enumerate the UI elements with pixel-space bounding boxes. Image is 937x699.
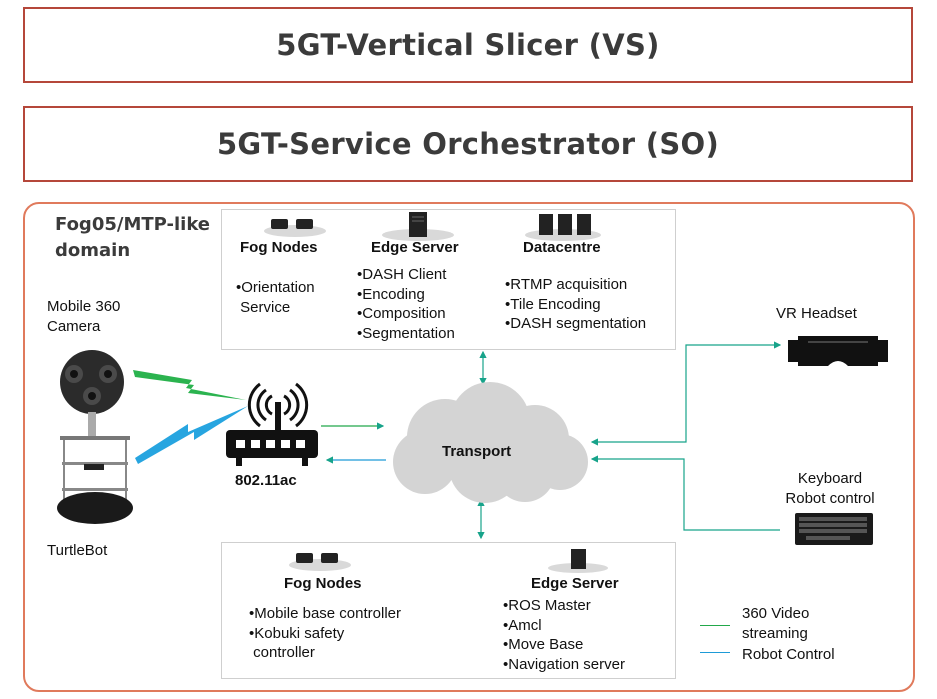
top-edge-server-title: Edge Server bbox=[371, 239, 459, 256]
green-wireless-bolt bbox=[133, 370, 246, 400]
link-transport-keyboard bbox=[590, 455, 780, 531]
legend-control-line bbox=[700, 652, 730, 653]
bottom-fog-nodes-title: Fog Nodes bbox=[284, 575, 362, 592]
link-transport-vr bbox=[590, 341, 782, 446]
top-edge-server-list: •DASH Client •Encoding •Composition •Seg… bbox=[357, 266, 455, 342]
keyboard-icon bbox=[795, 513, 873, 545]
vr-headset-icon bbox=[788, 336, 888, 366]
edge-server-icon bbox=[382, 212, 454, 241]
legend-video-line bbox=[700, 625, 730, 626]
bottom-fog-nodes-list: •Mobile base controller •Kobuki safety c… bbox=[249, 605, 401, 661]
vertical-slicer-title: 5GT-Vertical Slicer (VS) bbox=[276, 28, 660, 62]
turtlebot-label: TurtleBot bbox=[47, 542, 108, 559]
router-label: 802.11ac bbox=[235, 472, 297, 489]
vr-headset-label: VR Headset bbox=[776, 305, 857, 322]
domain-title: Fog05/MTP-like domain bbox=[55, 214, 211, 261]
datacentre-list: •RTMP acquisition •Tile Encoding •DASH s… bbox=[505, 276, 647, 332]
top-fog-nodes-title: Fog Nodes bbox=[240, 239, 318, 256]
bottom-edge-server-list: •ROS Master •Amcl •Move Base •Navigation… bbox=[503, 597, 625, 673]
camera-label: Mobile 360 Camera bbox=[47, 298, 121, 335]
transport-label: Transport bbox=[442, 443, 512, 460]
fog-domain-container bbox=[23, 202, 915, 692]
datacentre-title: Datacentre bbox=[523, 239, 601, 256]
service-orchestrator-box: 5GT-Service Orchestrator (SO) bbox=[23, 106, 913, 182]
datacentre-icon bbox=[525, 214, 601, 241]
transport-cloud bbox=[393, 382, 588, 503]
vertical-slicer-box: 5GT-Vertical Slicer (VS) bbox=[23, 7, 913, 83]
legend-video-label: 360 Video streaming bbox=[742, 605, 810, 642]
legend-control-label: Robot Control bbox=[742, 646, 835, 663]
fog-nodes-icon bbox=[264, 219, 326, 237]
service-orchestrator-title: 5GT-Service Orchestrator (SO) bbox=[216, 127, 720, 161]
bottom-edge-server-title: Edge Server bbox=[531, 575, 619, 592]
router-icon bbox=[226, 382, 318, 466]
top-fog-nodes-list: •Orientation Service bbox=[236, 279, 315, 316]
keyboard-label: Keyboard Robot control bbox=[785, 470, 875, 507]
wireless-bolts bbox=[133, 370, 248, 464]
turtlebot-camera-icon bbox=[57, 350, 133, 524]
fog-nodes-icon bbox=[289, 553, 351, 571]
blue-wireless-bolt bbox=[135, 406, 248, 464]
edge-server-icon bbox=[548, 549, 608, 573]
